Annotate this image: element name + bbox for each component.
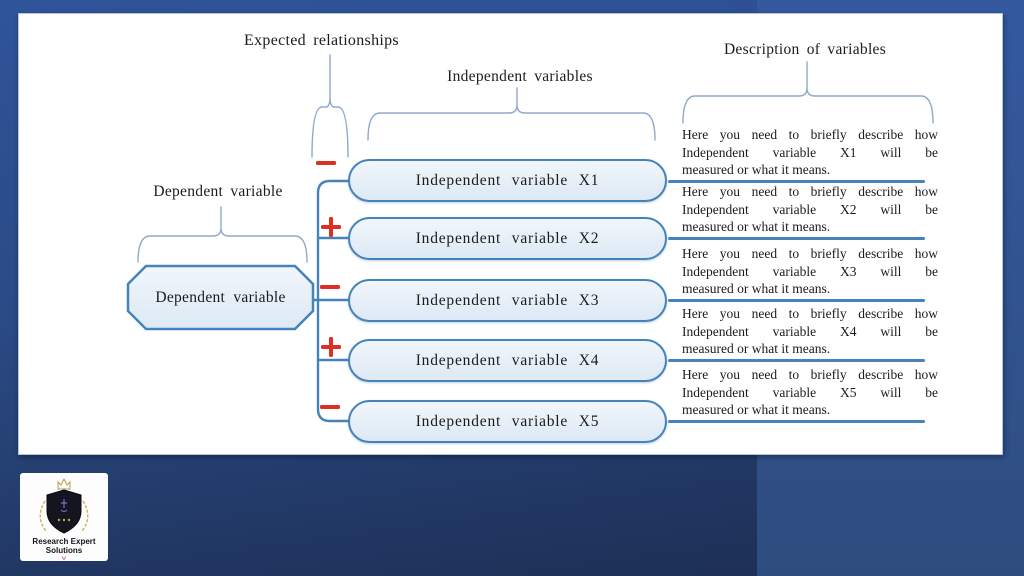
description-line-text: Independent variable X1 will be <box>682 144 938 160</box>
plus-sign <box>320 336 342 358</box>
logo-emblem-glyph-icon <box>60 499 68 513</box>
description-line-text: Independent variable X3 will be <box>682 263 938 279</box>
description-line-text: measured or what it means. <box>682 281 831 296</box>
independent-variable-box-4: Independent variable X4 <box>348 339 667 382</box>
expected-relationships-label: Expected relationships <box>244 32 399 49</box>
description-of-variables-label: Description of variables <box>723 41 887 58</box>
description-connector-line <box>668 420 925 423</box>
description-line-text: measured or what it means. <box>682 219 831 234</box>
description-line-text: Independent variable X2 will be <box>682 201 938 217</box>
minus-sign <box>315 152 337 174</box>
dependent-variable-label: Dependent variable <box>153 183 283 200</box>
logo-text-line2: Solutions <box>46 546 83 555</box>
description-line-text: measured or what it means. <box>682 402 831 417</box>
description-connector-line <box>668 180 925 183</box>
independent-variables-label: Independent variables <box>447 68 593 85</box>
logo-flourish-icon <box>61 556 67 561</box>
description-connector-line <box>668 359 925 362</box>
logo-emblem: Research Expert Solutions <box>32 477 96 561</box>
description-line-text: Independent variable X5 will be <box>682 384 938 400</box>
logo-crown-icon <box>57 477 71 490</box>
independent-variable-box-1: Independent variable X1 <box>348 159 667 202</box>
logo-text-line1: Research Expert <box>32 537 95 546</box>
logo-dot-icon <box>57 518 61 522</box>
description-line-text: measured or what it means. <box>682 162 831 177</box>
independent-variable-box-2: Independent variable X2 <box>348 217 667 260</box>
description-line-text: measured or what it means. <box>682 341 831 356</box>
description-line-text: Independent variable X4 will be <box>682 323 938 339</box>
description-line-text: Here you need to briefly describe how <box>682 127 938 142</box>
description-line-text: Here you need to briefly describe how <box>682 184 938 199</box>
description-connector-line <box>668 237 925 240</box>
minus-sign <box>319 276 341 298</box>
logo-dot-icon <box>67 518 71 522</box>
description-line-text: Here you need to briefly describe how <box>682 306 938 321</box>
minus-sign <box>319 396 341 418</box>
independent-variable-box-3: Independent variable X3 <box>348 279 667 322</box>
dependent-variable-box-label: Dependent variable <box>155 288 286 306</box>
plus-sign <box>320 216 342 238</box>
description-line-text: Here you need to briefly describe how <box>682 367 938 382</box>
description-line-text: Here you need to briefly describe how <box>682 246 938 261</box>
logo: Research Expert Solutions <box>20 473 108 561</box>
logo-laurel-left-icon <box>39 500 47 532</box>
logo-dot-icon <box>62 518 66 522</box>
logo-laurel-right-icon <box>81 500 89 532</box>
independent-variable-box-5: Independent variable X5 <box>348 400 667 443</box>
description-connector-line <box>668 299 925 302</box>
